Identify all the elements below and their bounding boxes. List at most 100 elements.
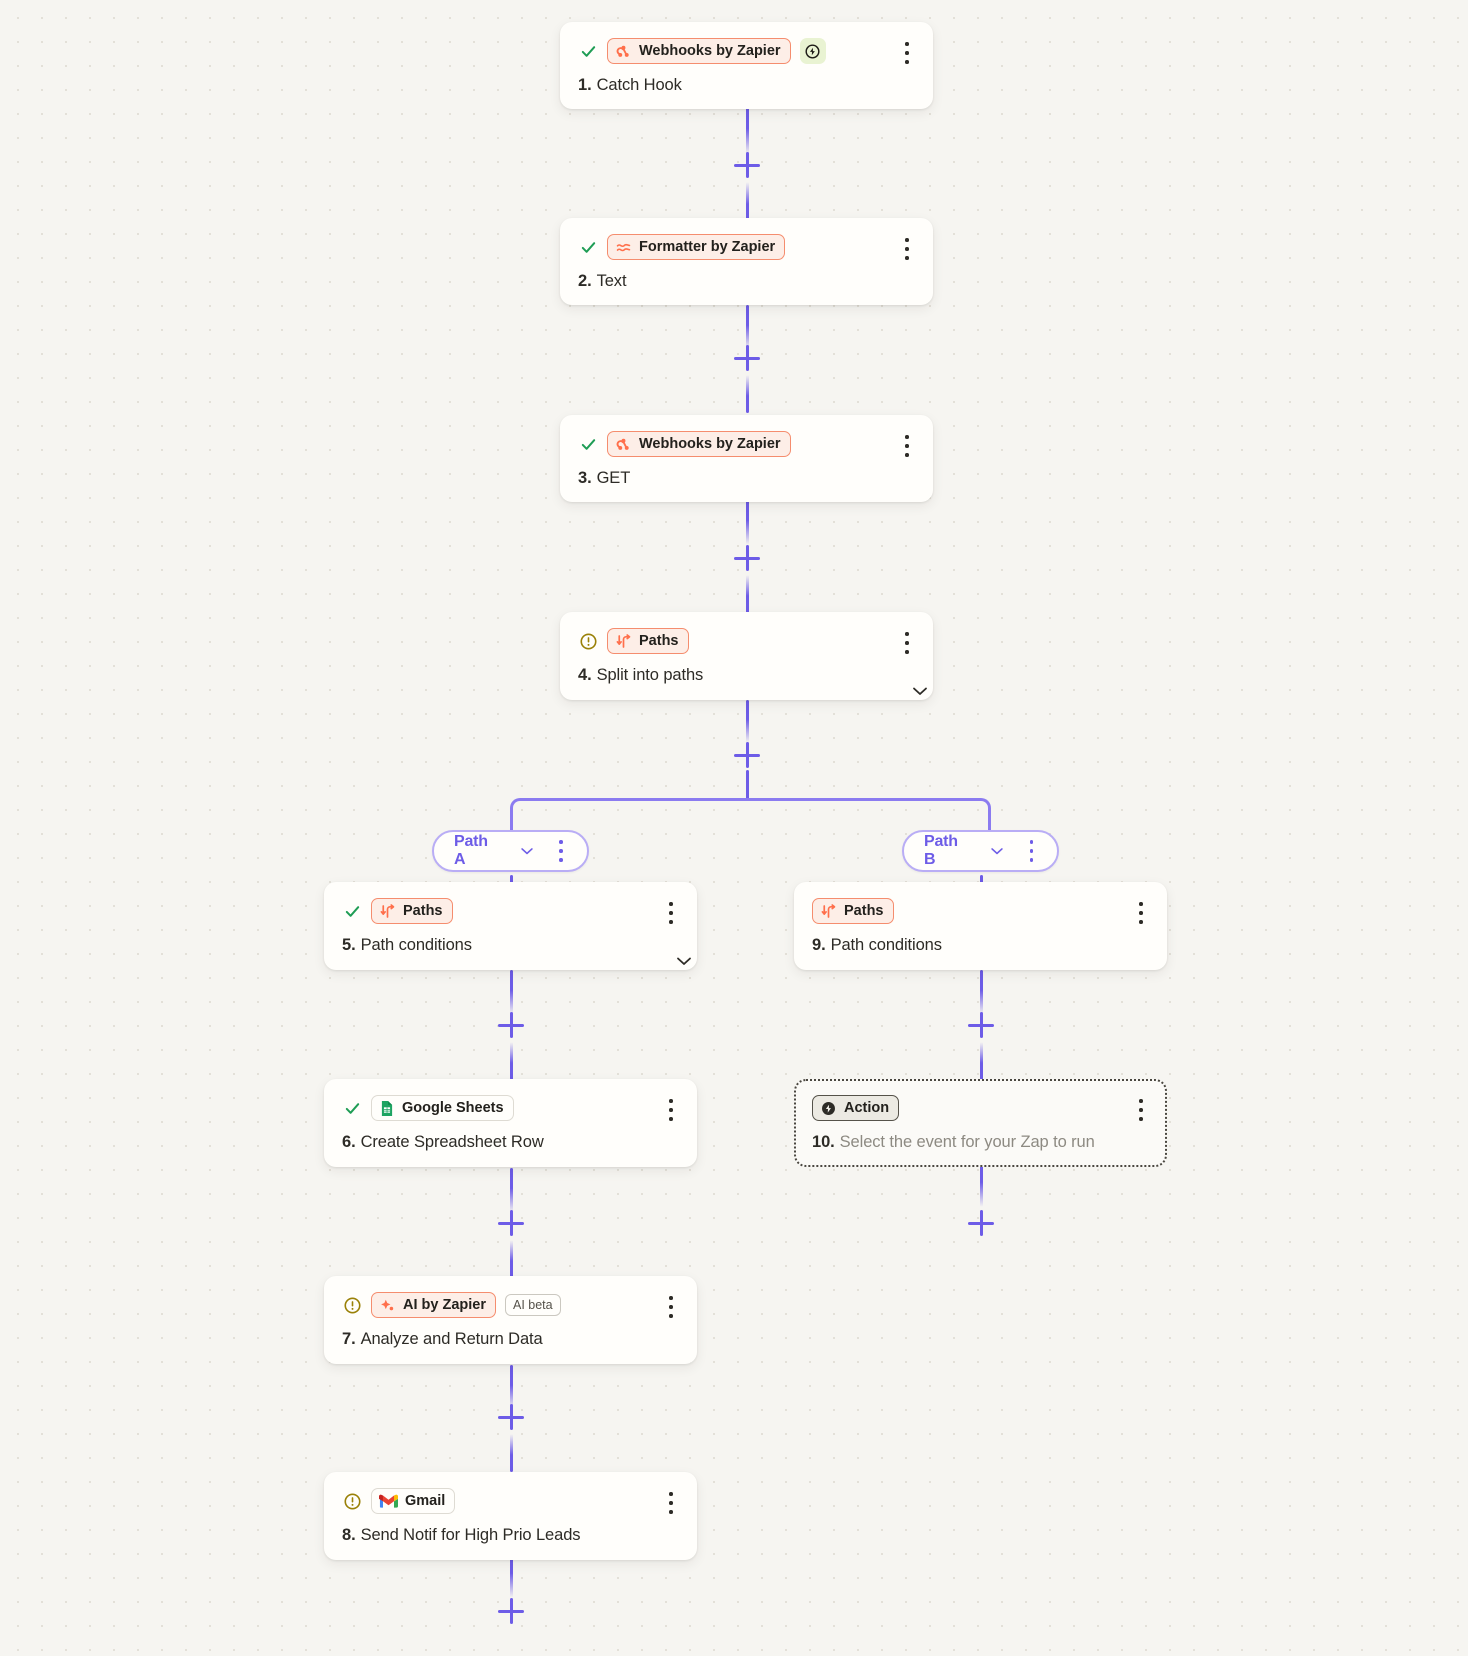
check-icon [342,1098,362,1118]
step-card-google-sheets[interactable]: Google Sheets 6. Create Spreadsheet Row [324,1079,697,1167]
step-2-header: Formatter by Zapier [578,232,917,262]
step-card-gmail-notify[interactable]: Gmail 8. Send Notif for High Prio Leads [324,1472,697,1560]
path-branch-connector [510,798,991,851]
step-number: 2. [578,272,592,290]
kebab-menu-icon[interactable] [1131,900,1151,926]
step-title-text: Send Notif for High Prio Leads [360,1526,581,1544]
add-step-button-8[interactable] [498,1598,524,1624]
step-7-header: AI by Zapier AI beta [342,1290,681,1320]
kebab-menu-icon[interactable] [897,236,917,262]
app-badge-formatter[interactable]: Formatter by Zapier [607,234,786,260]
app-badge-label: Paths [639,633,679,649]
kebab-menu-icon[interactable] [661,1490,681,1516]
step-3-title: 3. GET [578,469,917,488]
step-card-path-a-conditions[interactable]: Paths 5. Path conditions [324,882,697,970]
kebab-menu-icon[interactable] [661,1097,681,1123]
connector-line-2b [746,375,749,413]
app-badge-webhooks[interactable]: Webhooks by Zapier [607,431,791,457]
add-step-button-5[interactable] [498,1012,524,1038]
kebab-menu-icon[interactable] [897,630,917,656]
app-badge-label: Webhooks by Zapier [639,43,781,59]
connector-line-3b [746,575,749,613]
step-1-title: 1. Catch Hook [578,76,917,95]
step-title-text: Path conditions [360,936,472,954]
step-number: 7. [342,1330,356,1348]
google-sheets-icon [379,1100,395,1117]
app-badge-gmail[interactable]: Gmail [371,1488,456,1514]
step-card-action-placeholder[interactable]: Action 10. Select the event for your Zap… [794,1079,1167,1167]
app-badge-google-sheets[interactable]: Google Sheets [371,1095,514,1121]
warning-icon [342,1491,362,1511]
step-title-text: Analyze and Return Data [360,1330,543,1348]
gmail-icon [379,1494,398,1509]
app-badge-webhooks[interactable]: Webhooks by Zapier [607,38,791,64]
app-badge-paths[interactable]: Paths [371,898,453,924]
webhooks-icon [615,436,632,453]
app-badge-paths[interactable]: Paths [812,898,894,924]
step-10-header: Action [812,1093,1151,1123]
check-icon [578,434,598,454]
connector-line-7a [510,1365,513,1410]
add-step-button-4[interactable] [734,742,760,768]
app-badge-paths[interactable]: Paths [607,628,689,654]
step-number: 8. [342,1526,356,1544]
app-badge-label: Gmail [405,1493,446,1509]
add-step-button-9[interactable] [968,1012,994,1038]
kebab-menu-icon[interactable] [661,1294,681,1320]
app-badge-label: AI by Zapier [403,1297,486,1313]
formatter-icon [615,239,632,256]
kebab-menu-icon[interactable] [552,838,571,864]
add-step-button-6[interactable] [498,1210,524,1236]
step-card-path-b-conditions[interactable]: Paths 9. Path conditions [794,882,1167,970]
add-step-button-7[interactable] [498,1404,524,1430]
instant-trigger-icon [799,38,826,64]
add-step-button-1[interactable] [734,152,760,178]
step-10-title: 10. Select the event for your Zap to run [812,1133,1151,1152]
connector-line-3a [746,500,749,545]
add-step-button-3[interactable] [734,545,760,571]
app-badge-ai-by-zapier[interactable]: AI by Zapier [371,1292,496,1318]
connector-line-6a [510,1168,513,1213]
step-4-header: Paths [578,626,917,656]
app-badge-action[interactable]: Action [812,1095,900,1121]
kebab-menu-icon[interactable] [897,40,917,66]
kebab-menu-icon[interactable] [661,900,681,926]
step-number: 9. [812,936,826,954]
kebab-menu-icon[interactable] [1131,1097,1151,1123]
app-badge-label: Paths [403,903,443,919]
step-title-text: Create Spreadsheet Row [360,1133,544,1151]
connector-line-7b [510,1434,513,1472]
step-card-webhooks-get[interactable]: Webhooks by Zapier 3. GET [560,415,933,502]
step-card-split-into-paths[interactable]: Paths 4. Split into paths [560,612,933,700]
step-card-ai-analyze[interactable]: AI by Zapier AI beta 7. Analyze and Retu… [324,1276,697,1364]
step-5-title: 5. Path conditions [342,936,691,965]
step-number: 6. [342,1133,356,1151]
paths-icon [820,903,837,920]
path-a-label: Path A [454,833,488,868]
step-2-title: 2. Text [578,272,917,291]
path-a-pill[interactable]: Path A [432,830,589,872]
step-number: 3. [578,469,592,487]
connector-line-4b [746,770,749,800]
connector-line-4a [746,700,749,743]
paths-icon [379,903,396,920]
kebab-menu-icon[interactable] [1022,838,1041,864]
step-card-catch-hook[interactable]: Webhooks by Zapier 1. Catch Hook [560,22,933,109]
chevron-down-icon[interactable] [673,950,695,972]
chevron-down-icon[interactable] [988,842,1006,860]
step-8-title: 8. Send Notif for High Prio Leads [342,1526,681,1545]
paths-icon [615,633,632,650]
add-step-button-2[interactable] [734,345,760,371]
step-card-formatter-text[interactable]: Formatter by Zapier 2. Text [560,218,933,305]
check-icon [578,41,598,61]
ai-beta-chip: AI beta [505,1294,561,1316]
chevron-down-icon[interactable] [909,680,931,702]
connector-line-5a [510,970,513,1015]
kebab-menu-icon[interactable] [897,433,917,459]
step-6-header: Google Sheets [342,1093,681,1123]
add-step-button-10[interactable] [968,1210,994,1236]
chevron-down-icon[interactable] [518,842,536,860]
step-4-title: 4. Split into paths [578,666,927,695]
path-b-pill[interactable]: Path B [902,830,1059,872]
